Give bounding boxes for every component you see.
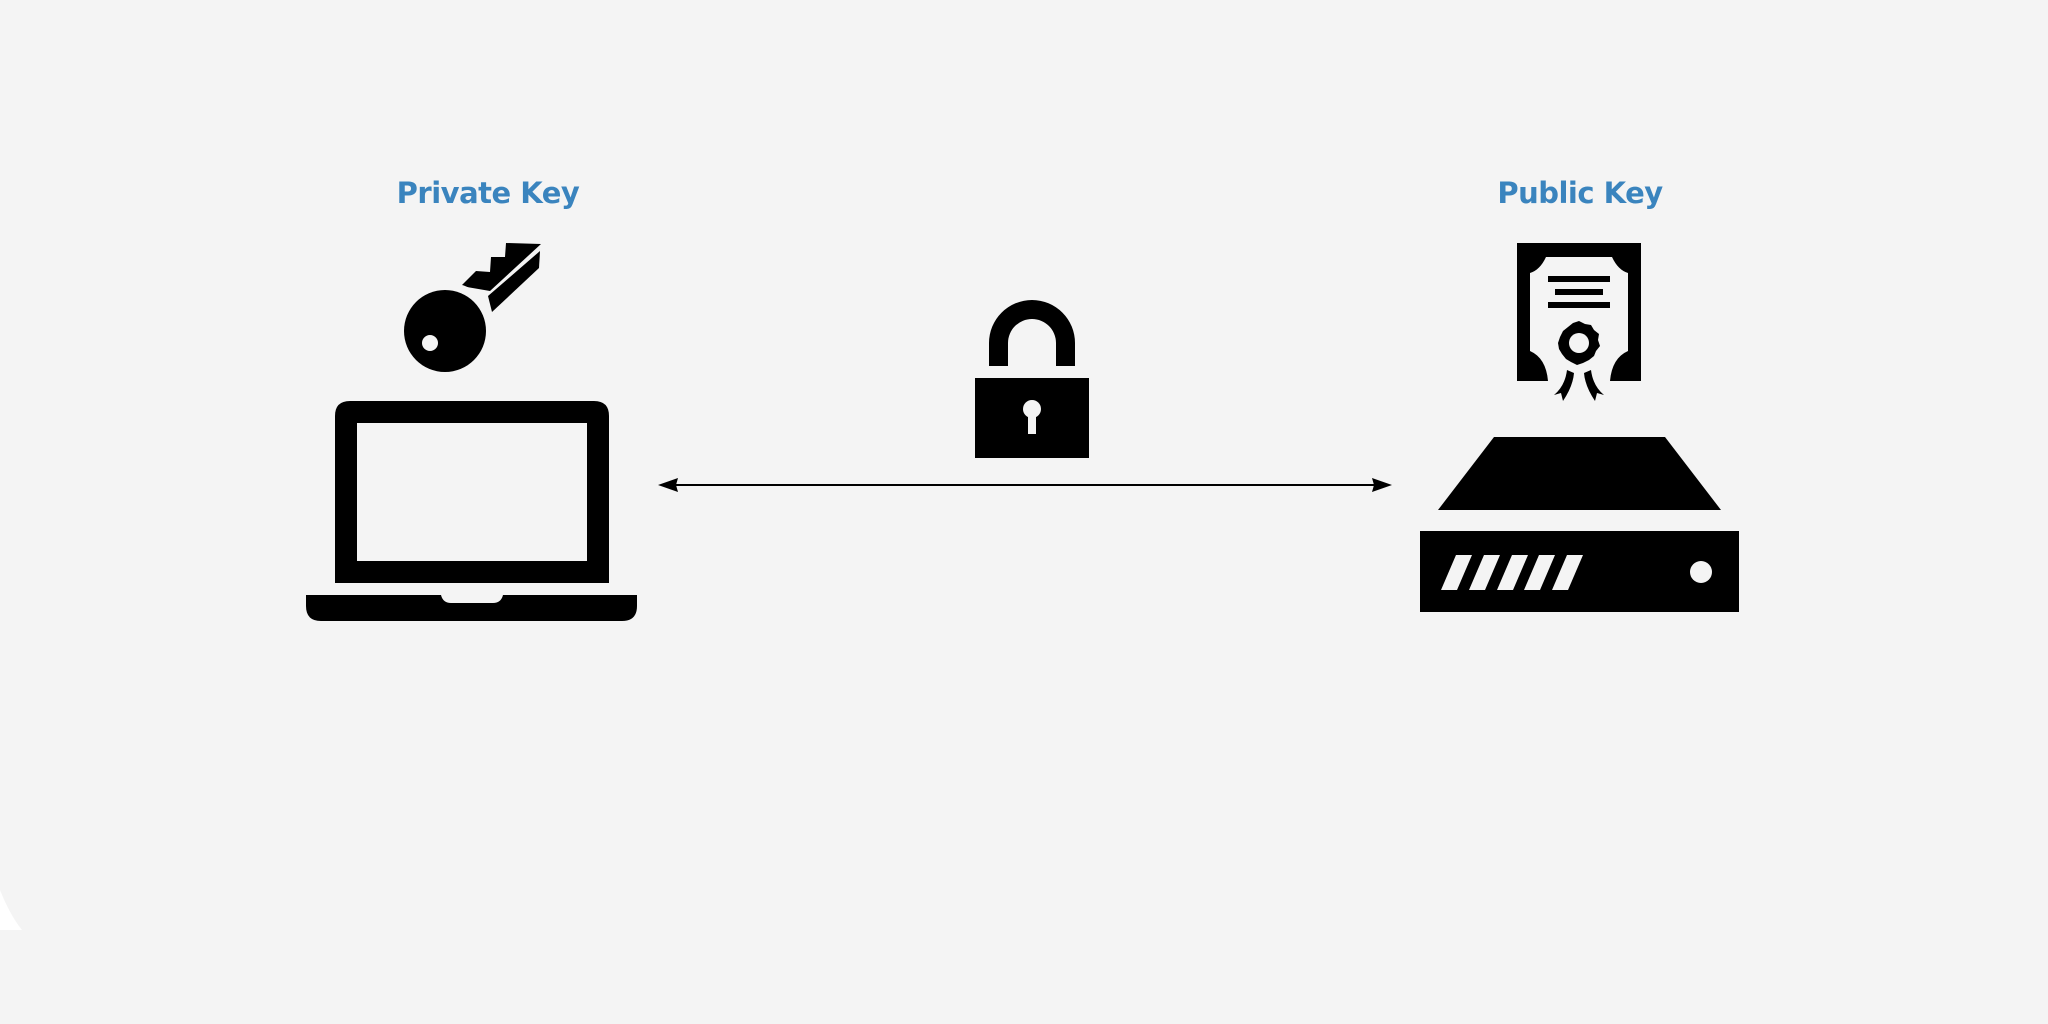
padlock-icon [975,300,1089,458]
corner-decoration [0,890,22,930]
certificate-icon [1517,243,1641,401]
double-headed-arrow [658,478,1392,492]
laptop-icon [306,401,637,621]
server-icon [1420,437,1739,612]
public-key-label: Public Key [1497,176,1663,210]
key-icon [404,243,541,372]
private-key-label: Private Key [396,176,580,210]
